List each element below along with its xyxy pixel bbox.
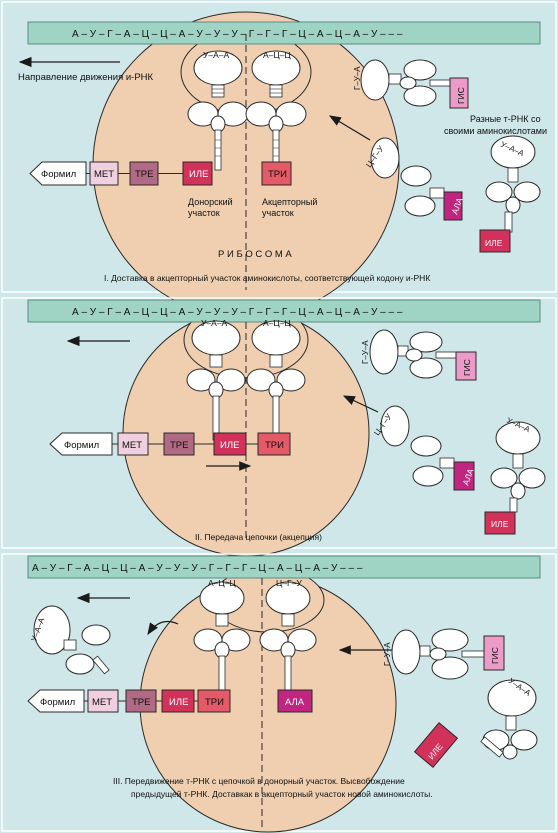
acceptor-label-2: участок	[262, 208, 294, 218]
mrna-strip	[27, 21, 541, 45]
anticodon-donor: У–А–А	[203, 50, 230, 60]
chain-formyl: Формил	[41, 169, 76, 180]
amino-ile	[182, 161, 213, 186]
peptide-chain: Формил МЕТ ТРЕ ИЛЕ ТРИ АЛА	[27, 689, 313, 713]
approach-arrow	[328, 115, 371, 141]
chain-met: МЕТ	[122, 440, 142, 451]
formyl-tag	[49, 432, 113, 456]
mrna-sequence: А – У – Г – А – Ц – Ц – А – У – У – У – …	[72, 29, 403, 40]
panel-2-caption: II. Передача цепочки (акцепция)	[195, 532, 322, 542]
ribosome	[122, 301, 370, 557]
ribosome-label: Р И Б О С О М А	[218, 249, 292, 260]
peptide-chain: Формил МЕТ ТРЕ ИЛЕ ТРИ	[49, 432, 291, 456]
free-trna-gis	[360, 59, 469, 109]
acceptor-amino: АЛА	[285, 697, 305, 708]
anticodon-donor: У–А–А	[201, 318, 228, 328]
direction-label: Направление движения и-РНК	[18, 72, 154, 83]
amino-ile-free	[484, 511, 516, 535]
free-amino-ile: ИЛЕ	[491, 519, 509, 529]
trna-donor	[187, 50, 249, 171]
trna-acceptor	[245, 50, 307, 173]
peptide-chain: Формил МЕТ ТРЕ ИЛЕ ТРИ	[29, 161, 292, 186]
chain-formyl: Формил	[40, 697, 75, 708]
donor-label-1: Донорский	[188, 197, 233, 207]
amino-gis	[455, 351, 477, 381]
anticodon-acceptor: Ц–Г–У	[276, 578, 302, 588]
chain-met: МЕТ	[92, 697, 112, 708]
chain-tre: ТРЕ	[135, 169, 153, 180]
formyl-tag	[27, 689, 85, 713]
amino-tri	[257, 432, 291, 456]
free-trna-ile	[479, 135, 541, 253]
trna-note-2: своими аминокислотами	[444, 126, 547, 136]
amino-ile-free	[413, 722, 459, 768]
approach-arrow	[342, 395, 379, 413]
free-trna-ala	[370, 137, 463, 221]
acceptor-amino: ТРИ	[268, 169, 287, 180]
chain-tri: ТРИ	[205, 697, 224, 708]
amino-gis	[483, 635, 505, 671]
anticodon-acceptor: А–Ц–Ц	[263, 318, 291, 328]
trna-acceptor	[246, 320, 306, 441]
free-amino-gis: ГИС	[456, 87, 466, 104]
acceptor-amino: ТРИ	[265, 440, 284, 451]
free-anticodon-1: Г–У–А	[353, 66, 362, 90]
trna-donor	[193, 581, 251, 691]
amino-ile-free	[479, 229, 511, 253]
panel-1-caption: I. Доставка в акцепторный участок аминок…	[104, 273, 430, 283]
chain-tre: ТРЕ	[170, 440, 188, 451]
free-trna-gis	[369, 329, 477, 381]
free-amino-gis: ГИС	[490, 647, 500, 664]
mrna-sequence: А – У – Г – А – Ц – Ц – А – У – У – У – …	[72, 307, 403, 318]
chain-met: МЕТ	[94, 169, 114, 180]
amino-gis	[449, 77, 469, 109]
panel-2: А – У – Г – А – Ц – Ц – А – У – У – У – …	[1, 297, 557, 557]
panel-1: А – У – Г – А – Ц – Ц – А – У – У – У – …	[1, 1, 557, 319]
amino-ala	[443, 191, 463, 221]
donor-label-2: участок	[188, 208, 220, 218]
amino-ala	[277, 689, 313, 713]
trna-acceptor	[259, 581, 317, 691]
trna-donor	[186, 320, 246, 441]
released-trna	[33, 605, 111, 675]
panel-3: А – У – Г – А – Ц – Ц – А – У – У – У – …	[1, 553, 557, 833]
free-amino-ile: ИЛЕ	[485, 238, 503, 248]
chain-tre: ТРЕ	[132, 697, 150, 708]
anticodon-donor: А–Ц–Ц	[208, 578, 236, 588]
amino-tri	[197, 689, 231, 713]
formyl-tag	[29, 161, 87, 186]
chain-formyl: Формил	[64, 440, 99, 451]
mrna-strip	[27, 555, 541, 579]
chain-ile: ИЛЕ	[189, 169, 208, 180]
free-anticodon-1: Г–У–А	[383, 642, 392, 666]
release-arrow	[147, 621, 179, 635]
free-amino-gis: ГИС	[462, 359, 472, 376]
panel-3-caption-1: III. Передвижение т-РНК с цепочкой в дон…	[113, 776, 405, 786]
free-trna-gis	[391, 628, 505, 680]
panel-3-caption-2: предыдущей т-РНК. Доставкак в акцепторны…	[131, 789, 433, 799]
trna-note-1: Разные т-РНК со	[470, 114, 541, 124]
amino-tri	[261, 161, 292, 186]
chain-ile: ИЛЕ	[169, 697, 188, 708]
acceptor-label-1: Акцепторный	[262, 197, 317, 207]
amino-ala	[453, 461, 475, 491]
free-trna-ala	[380, 405, 475, 491]
free-anticodon-1: Г–У–А	[361, 340, 370, 364]
anticodon-acceptor: А–Ц–Ц	[263, 50, 291, 60]
free-trna-ile	[413, 679, 538, 768]
mrna-sequence: А – У – Г – А – Ц – Ц – А – У – У – У – …	[32, 563, 363, 574]
chain-ile: ИЛЕ	[220, 440, 239, 451]
free-trna-ile	[484, 421, 546, 535]
